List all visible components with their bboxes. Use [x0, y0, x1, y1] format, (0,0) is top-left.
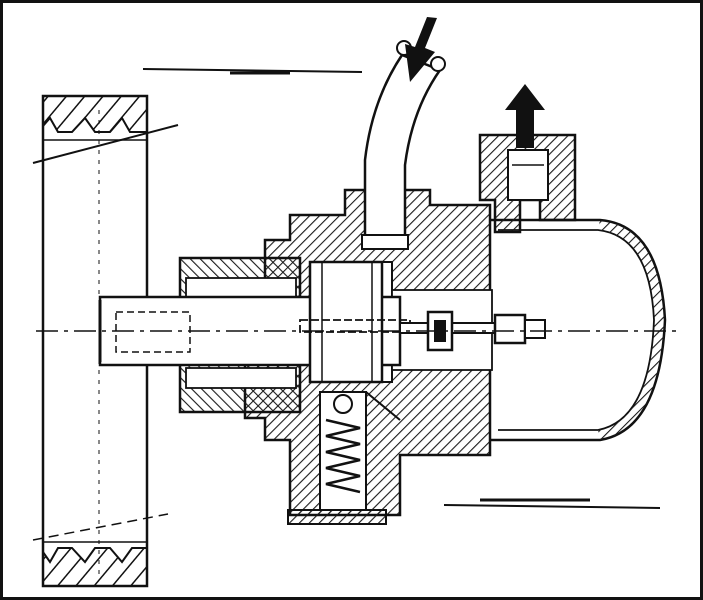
outlet-port: [478, 133, 577, 234]
intake-flow-arrow: [405, 17, 437, 82]
check-valve-spring: [319, 391, 401, 511]
outlet-flow-arrow: [505, 84, 545, 148]
bolt-and-nut: [399, 310, 546, 352]
vacuum-chamber: [490, 218, 667, 442]
intake-pipe: [361, 40, 446, 250]
rotor: [299, 260, 411, 384]
sketch-marks: [142, 68, 661, 509]
